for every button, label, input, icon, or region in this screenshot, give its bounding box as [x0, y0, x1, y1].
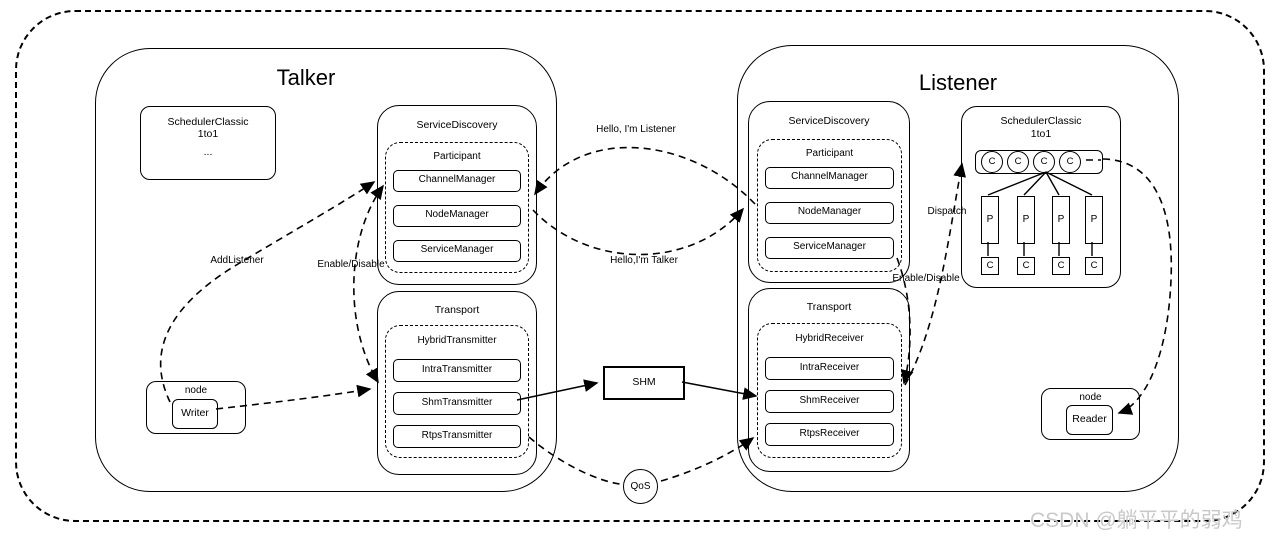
talker-participant: Participant ChannelManager NodeManager S… — [385, 142, 529, 273]
label-add-listener: AddListener — [210, 255, 264, 266]
talker-participant-title: Participant — [433, 151, 481, 162]
listener-node-manager: NodeManager — [765, 202, 894, 224]
listener-service-manager: ServiceManager — [765, 237, 894, 259]
talker-scheduler-box: SchedulerClassic 1to1 ... — [140, 106, 276, 180]
listener-participant-title: Participant — [805, 148, 854, 159]
listener-service-discovery-title: ServiceDiscovery — [788, 115, 870, 127]
talker-service-discovery-title: ServiceDiscovery — [416, 119, 498, 131]
talker-channel-manager: ChannelManager — [393, 170, 521, 192]
consumer: C — [1085, 257, 1103, 275]
system-boundary — [15, 10, 1265, 522]
talker-node-box: node Writer — [146, 381, 246, 434]
listener-transport: Transport HybridReceiver IntraReceiver S… — [748, 288, 910, 472]
talker-service-discovery: ServiceDiscovery Participant ChannelMana… — [377, 105, 537, 285]
listener-scheduler-box: SchedulerClassic 1to1 C C C C P P P P C … — [961, 106, 1121, 288]
talker-hybrid-transmitter: HybridTransmitter IntraTransmitter ShmTr… — [385, 325, 529, 458]
queue-cell: C — [981, 151, 1003, 173]
listener-hybrid-receiver: HybridReceiver IntraReceiver ShmReceiver… — [757, 323, 902, 458]
listener-title: Listener — [918, 70, 998, 95]
label-hello-listener: Hello, I'm Listener — [596, 124, 676, 135]
listener-rtps-receiver: RtpsReceiver — [765, 423, 894, 446]
listener-scheduler-name: SchedulerClassic — [1000, 115, 1082, 127]
scheduler-queue: C C C C — [975, 150, 1103, 174]
listener-node-box: node Reader — [1041, 388, 1140, 440]
listener-transport-title: Transport — [806, 301, 852, 313]
consumer: C — [1017, 257, 1035, 275]
queue-cell: C — [1007, 151, 1029, 173]
talker-transport: Transport HybridTransmitter IntraTransmi… — [377, 291, 537, 475]
talker-node-manager: NodeManager — [393, 205, 521, 227]
listener-node-title: node — [1079, 392, 1102, 403]
listener-channel-manager: ChannelManager — [765, 167, 894, 189]
listener-hybrid-receiver-title: HybridReceiver — [795, 333, 864, 344]
talker-scheduler-mode: 1to1 — [197, 128, 219, 140]
listener-shm-receiver: ShmReceiver — [765, 390, 894, 413]
label-dispatch: Dispatch — [927, 206, 967, 217]
queue-cell: C — [1059, 151, 1081, 173]
processor: P — [1017, 196, 1035, 244]
listener-box: Listener ServiceDiscovery Participant Ch… — [737, 45, 1179, 492]
watermark: CSDN @躺平平的弱鸡 — [1030, 509, 1243, 532]
listener-scheduler-mode: 1to1 — [1030, 128, 1052, 140]
talker-hybrid-transmitter-title: HybridTransmitter — [417, 335, 497, 346]
talker-title: Talker — [276, 65, 336, 90]
consumer: C — [981, 257, 999, 275]
talker-writer: Writer — [172, 399, 218, 429]
shm-box: SHM — [603, 366, 685, 400]
talker-transport-title: Transport — [434, 304, 480, 316]
label-enable-disable-talker: Enable/Disable — [317, 259, 385, 270]
processor: P — [981, 196, 999, 244]
talker-rtps-transmitter: RtpsTransmitter — [393, 425, 521, 448]
listener-service-discovery: ServiceDiscovery Participant ChannelMana… — [748, 101, 910, 283]
talker-node-title: node — [184, 385, 208, 396]
consumer: C — [1052, 257, 1070, 275]
talker-shm-transmitter: ShmTransmitter — [393, 392, 521, 415]
qos-circle: QoS — [623, 469, 658, 504]
label-hello-talker: Hello,I'm Talker — [610, 255, 678, 266]
talker-intra-transmitter: IntraTransmitter — [393, 359, 521, 382]
queue-cell: C — [1033, 151, 1055, 173]
talker-scheduler-name: SchedulerClassic — [167, 116, 249, 128]
talker-box: Talker SchedulerClassic 1to1 ... Service… — [95, 48, 557, 492]
label-enable-disable-listener: Enable/Disable — [892, 273, 960, 284]
processor: P — [1085, 196, 1103, 244]
talker-scheduler-ellipsis: ... — [203, 146, 213, 158]
listener-reader: Reader — [1066, 405, 1113, 435]
listener-intra-receiver: IntraReceiver — [765, 357, 894, 380]
listener-participant: Participant ChannelManager NodeManager S… — [757, 139, 902, 272]
talker-service-manager: ServiceManager — [393, 240, 521, 262]
processor: P — [1052, 196, 1070, 244]
